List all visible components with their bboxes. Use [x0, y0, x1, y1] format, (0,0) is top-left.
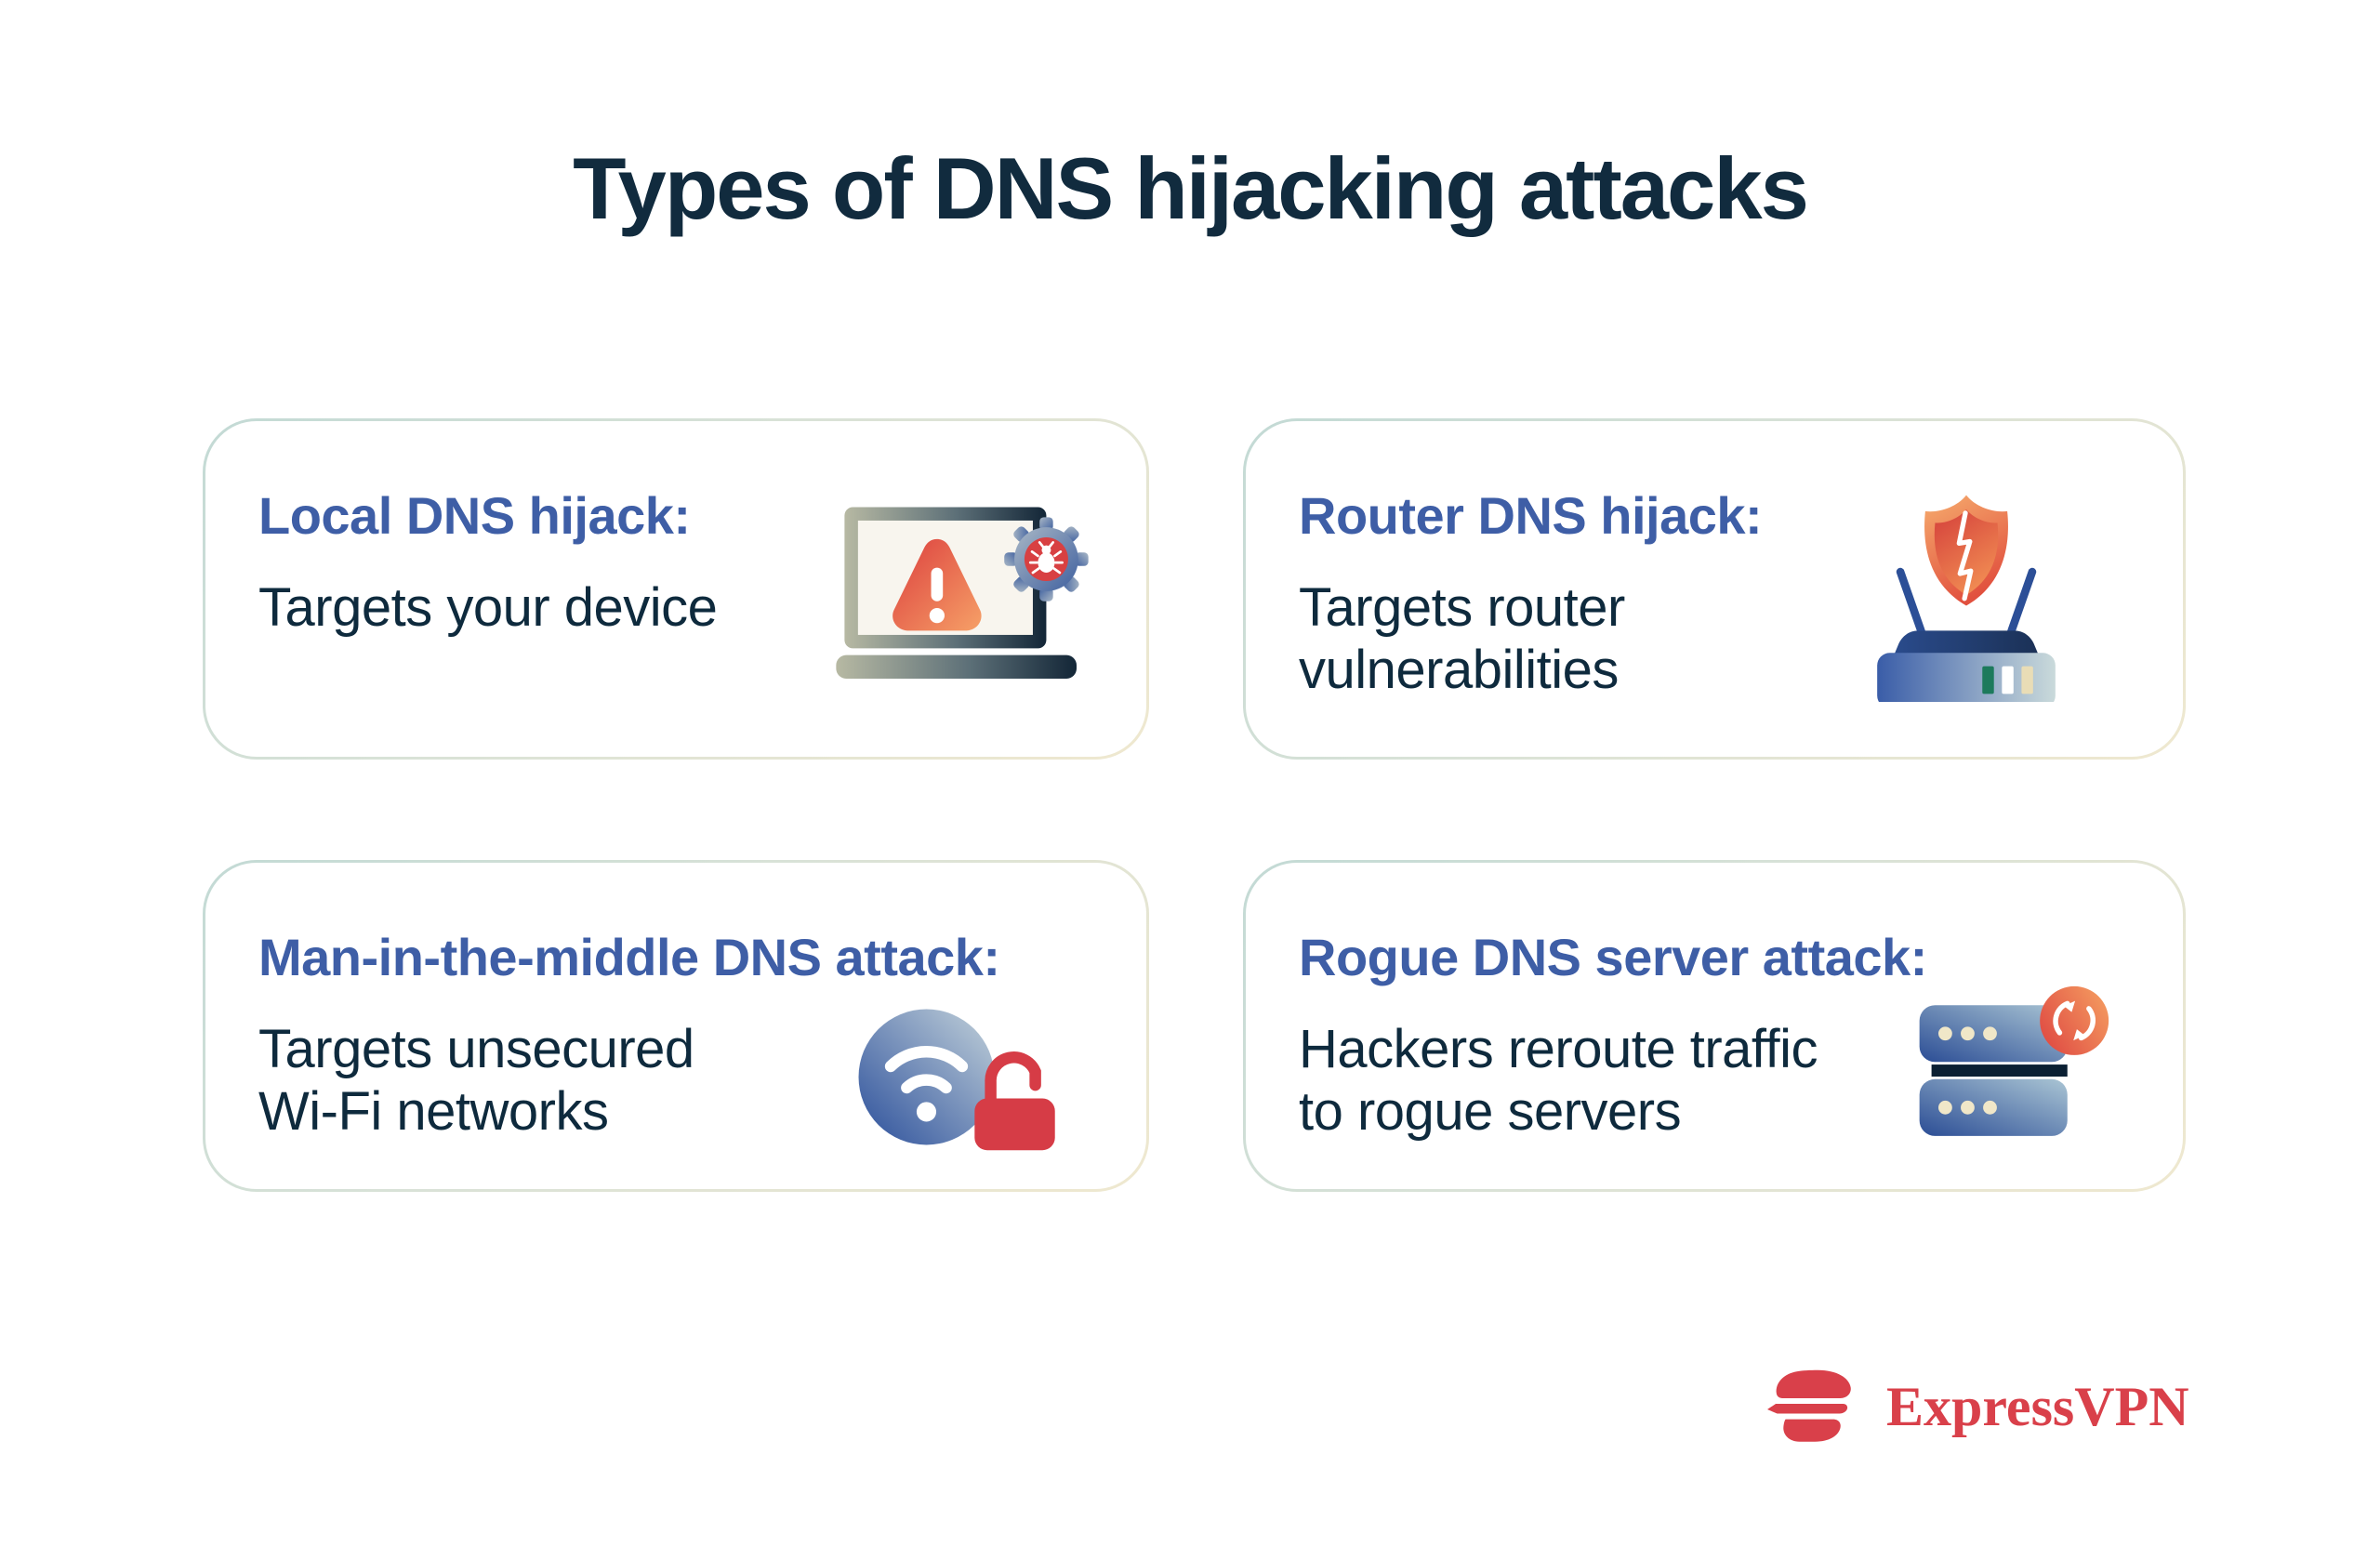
- card-body: Hackers reroute traffic to rogue servers: [1299, 1018, 2183, 1144]
- card-body-line: Wi-Fi networks: [258, 1080, 609, 1142]
- wifi-waves: [884, 1045, 969, 1094]
- open-padlock-icon: [974, 1051, 1055, 1151]
- card-heading: Man-in-the-middle DNS attack:: [258, 928, 1000, 986]
- card-heading: Local DNS hijack:: [258, 486, 691, 545]
- card-heading: Router DNS hijack:: [1299, 486, 1763, 545]
- card-local-dns-hijack: Local DNS hijack: Targets your device: [203, 418, 1149, 760]
- card-router-dns-hijack: Router DNS hijack: Targets router vulner…: [1243, 418, 2186, 760]
- card-body-line: Targets router: [1299, 576, 1625, 638]
- card-body: Targets router vulnerabilities: [1299, 576, 2183, 702]
- card-body-line: Hackers reroute traffic: [1299, 1018, 1818, 1079]
- card-mitm-dns-attack: Man-in-the-middle DNS attack: Targets un…: [203, 860, 1149, 1192]
- server-reroute-sync-icon: [1919, 985, 2109, 1136]
- broken-shield-icon: [1924, 495, 2008, 606]
- laptop-malware-warning-icon: [836, 507, 1089, 679]
- server-leds: [1938, 1026, 1997, 1115]
- router-status-lights: [1982, 666, 2033, 694]
- card-heading: Rogue DNS server attack:: [1299, 928, 1927, 986]
- card-rogue-dns-server-attack: Rogue DNS server attack: Hackers reroute…: [1243, 860, 2186, 1192]
- wifi-open-padlock-icon: [858, 1009, 1055, 1151]
- card-body-line: Targets unsecured: [258, 1018, 694, 1079]
- card-body-line: Targets your device: [258, 576, 718, 638]
- malware-gear-icon: [1004, 517, 1089, 602]
- expressvpn-logo-icon: [1767, 1369, 1851, 1442]
- page-title: Types of DNS hijacking attacks: [573, 139, 1809, 237]
- card-body: Targets your device: [258, 576, 1146, 639]
- expressvpn-wordmark: ExpressVPN: [1886, 1376, 2189, 1437]
- card-body-line: to rogue servers: [1299, 1080, 1682, 1142]
- brand-footer: ExpressVPN: [1767, 1365, 2189, 1448]
- sync-arrows-badge: [2040, 985, 2109, 1055]
- bug-icon: [1028, 541, 1064, 575]
- card-body: Targets unsecured Wi-Fi networks: [258, 1018, 1146, 1144]
- card-body-line: vulnerabilities: [1299, 639, 1619, 700]
- router-broken-shield-icon: [1877, 495, 2056, 702]
